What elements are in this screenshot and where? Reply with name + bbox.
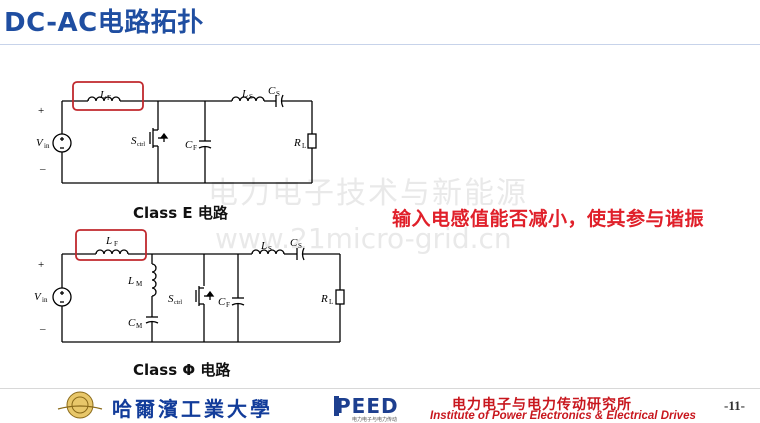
class-e-rl-label: R bbox=[293, 137, 301, 149]
class-e-switch-label: S bbox=[131, 135, 137, 147]
institute-name-cn: 电力电子与电力传动研究所 bbox=[452, 397, 632, 413]
peed-logo-icon bbox=[334, 396, 339, 416]
class-phi-ls-sub: S bbox=[268, 245, 272, 253]
class-phi-cf-sub: F bbox=[226, 301, 230, 309]
class-e-ls-sub: S bbox=[249, 93, 253, 101]
page-title: DC-AC电路拓扑 bbox=[4, 8, 204, 38]
class-e-minus-label: – bbox=[39, 163, 46, 175]
footer-divider bbox=[0, 388, 760, 389]
peed-subtitle: 电力电子与电力传动 bbox=[352, 417, 398, 423]
class-phi-cs-label: C bbox=[290, 237, 298, 249]
university-name: 哈爾濱工業大學 bbox=[112, 397, 273, 421]
class-e-cs-sub: S bbox=[276, 90, 280, 98]
class-phi-ls-label: L bbox=[260, 240, 267, 252]
class-e-lf-highlight bbox=[72, 81, 144, 111]
class-phi-minus-label: – bbox=[39, 323, 46, 335]
class-phi-cs-sub: S bbox=[298, 242, 302, 250]
class-phi-rl-resistor bbox=[335, 289, 345, 305]
page-number: -11- bbox=[724, 398, 745, 413]
class-e-plus-label: + bbox=[38, 105, 44, 117]
class-phi-cm-label: C bbox=[128, 317, 136, 329]
class-e-circuit bbox=[52, 94, 317, 184]
class-phi-circuit bbox=[52, 247, 345, 343]
title-divider bbox=[0, 44, 760, 45]
class-phi-caption: Class Φ 电路 bbox=[133, 361, 231, 379]
institute-name-en: Institute of Power Electronics & Electri… bbox=[430, 410, 696, 422]
class-e-rl-sub: L bbox=[302, 142, 306, 150]
class-e-cf-label: C bbox=[185, 139, 193, 151]
class-phi-rl-label: R bbox=[320, 293, 328, 305]
class-phi-lf-highlight bbox=[75, 229, 147, 261]
class-e-vin-label: V bbox=[36, 137, 44, 149]
class-e-caption: Class E 电路 bbox=[133, 204, 228, 222]
class-phi-lm-sub: M bbox=[136, 280, 143, 288]
peed-logo: PEED bbox=[336, 394, 399, 418]
class-phi-vin-sub: in bbox=[42, 296, 48, 304]
class-e-lf-inductor bbox=[87, 96, 121, 102]
annotation-note: 输入电感值能否减小，使其参与谐振 bbox=[392, 208, 705, 230]
class-phi-switch-sub: ctrl bbox=[174, 300, 182, 306]
class-phi-plus-label: + bbox=[38, 259, 44, 271]
class-phi-ls-inductor bbox=[251, 249, 285, 255]
class-phi-rl-sub: L bbox=[329, 298, 333, 306]
class-e-switch-sub: ctrl bbox=[137, 142, 145, 148]
class-phi-switch-label: S bbox=[168, 293, 174, 305]
class-phi-lf-label: L bbox=[105, 235, 112, 247]
class-e-ls-label: L bbox=[241, 88, 248, 100]
class-e-cs-label: C bbox=[268, 85, 276, 97]
class-phi-cm-sub: M bbox=[136, 322, 143, 330]
class-phi-vin-label: V bbox=[34, 291, 42, 303]
class-e-rl-resistor bbox=[307, 133, 317, 149]
class-phi-lm-inductor bbox=[151, 263, 157, 297]
university-emblem-icon bbox=[57, 391, 103, 419]
class-e-lf-sub: F bbox=[107, 94, 111, 102]
class-phi-lm-label: L bbox=[127, 275, 134, 287]
class-phi-voltage-source bbox=[52, 287, 72, 307]
class-e-ls-inductor bbox=[231, 96, 265, 102]
class-phi-cf-label: C bbox=[218, 296, 226, 308]
class-e-cf-sub: F bbox=[193, 144, 197, 152]
class-e-voltage-source bbox=[52, 133, 72, 153]
class-e-vin-sub: in bbox=[44, 142, 50, 150]
class-phi-lf-sub: F bbox=[114, 240, 118, 248]
class-e-lf-label: L bbox=[99, 89, 106, 101]
class-phi-lf-inductor bbox=[95, 249, 129, 255]
watermark-text: 电力电子技术与新能源 bbox=[208, 176, 528, 211]
